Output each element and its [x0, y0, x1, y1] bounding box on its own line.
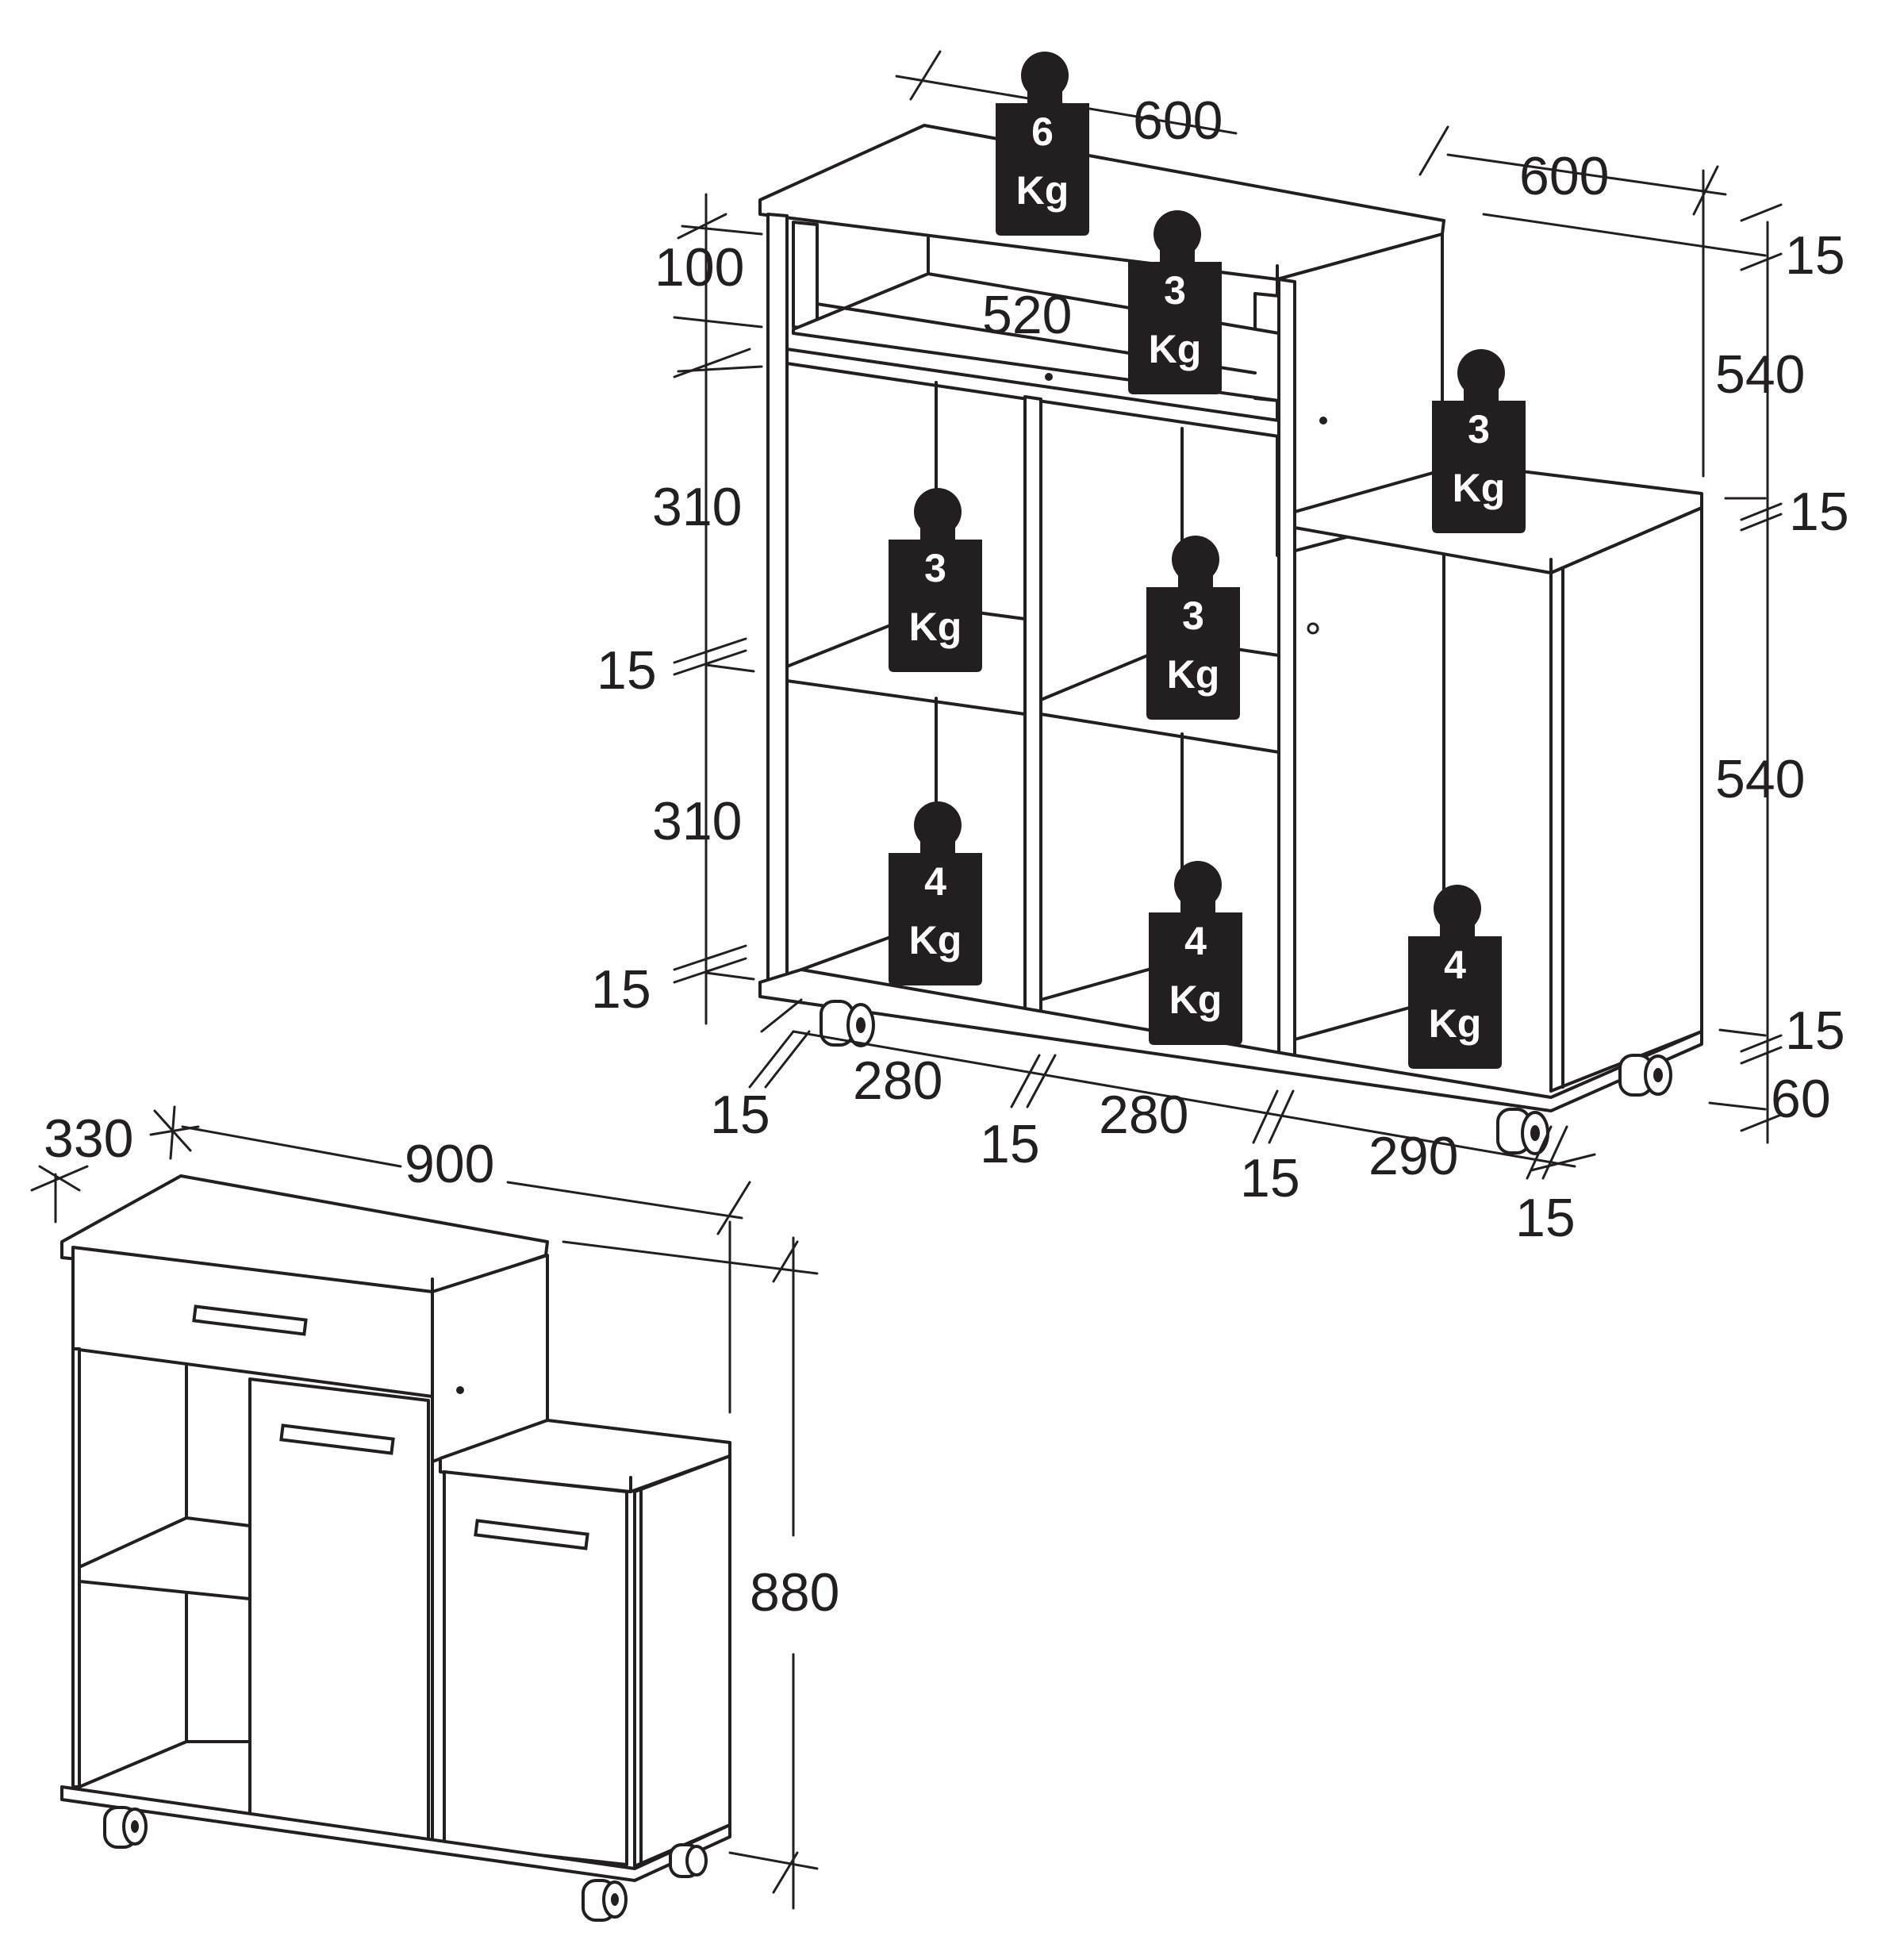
dim-side-4: 15 — [1515, 1188, 1576, 1248]
weight-tag-6kg: 6 Kg — [996, 52, 1089, 236]
svg-text:Kg: Kg — [909, 605, 962, 649]
dim-side-2: 15 — [980, 1114, 1040, 1174]
dim-side-3: 15 — [1240, 1148, 1300, 1208]
svg-text:Kg: Kg — [1429, 1001, 1482, 1046]
dim-front-height: 880 — [750, 1562, 839, 1623]
dim-top-width-left: 600 — [1133, 90, 1223, 151]
weight-tag-drawer-3kg: 3 Kg — [1128, 210, 1222, 394]
low-cabinet-side — [1549, 506, 1703, 1093]
svg-text:Kg: Kg — [1167, 652, 1220, 697]
dim-compartment-1: 280 — [853, 1051, 942, 1111]
svg-text:Kg: Kg — [1149, 327, 1202, 371]
dim-top-width-right: 600 — [1519, 146, 1609, 206]
svg-text:Kg: Kg — [1169, 978, 1223, 1022]
middle-divider — [1023, 395, 1042, 1021]
dimension-labels: 600 600 15 540 15 540 15 60 100 520 310 … — [44, 90, 1849, 1623]
dim-compartment-2: 280 — [1099, 1085, 1188, 1145]
front-door-right — [443, 1470, 628, 1866]
dim-bottom-thickness-left: 15 — [591, 959, 651, 1020]
svg-text:3: 3 — [924, 546, 946, 590]
dim-shelf-thickness: 15 — [597, 640, 657, 701]
front-low-side — [633, 1454, 731, 1868]
weight-tag-shelf-left-3kg: 3 Kg — [889, 488, 982, 672]
dim-lower-right-height: 540 — [1715, 749, 1805, 809]
dimension-lines-top — [673, 50, 1783, 1180]
dim-front-depth: 330 — [44, 1108, 133, 1169]
weight-tags: 6 Kg 3 Kg 3 Kg 3 Kg 3 Kg 4 Kg 4 — [889, 52, 1526, 1069]
svg-text:3: 3 — [1164, 268, 1186, 313]
wheels-top-view — [820, 1000, 1672, 1155]
weight-tag-right-top-3kg: 3 Kg — [1432, 349, 1526, 533]
svg-text:Kg: Kg — [1453, 466, 1506, 510]
svg-text:3: 3 — [1182, 594, 1204, 638]
svg-text:4: 4 — [1444, 943, 1466, 987]
front-open-shelf — [78, 1516, 251, 1600]
dimension-lines-front — [30, 1105, 819, 1910]
tall-top-board — [758, 124, 1445, 281]
dim-upper-right-height: 540 — [1715, 344, 1805, 405]
dim-wheel-height: 60 — [1771, 1069, 1831, 1129]
weight-tag-bottom-mid-4kg: 4 Kg — [1149, 861, 1242, 1045]
svg-text:4: 4 — [1184, 919, 1207, 963]
closed-cabinet-view — [60, 1174, 731, 1922]
dim-right-divider-thickness: 15 — [1789, 482, 1849, 542]
dim-drawer-height: 100 — [654, 237, 744, 298]
drawer-rail-left — [792, 221, 819, 331]
svg-text:Kg: Kg — [1016, 168, 1069, 213]
right-divider — [1277, 278, 1296, 1057]
dim-shelf-height-lower: 310 — [652, 791, 742, 851]
dim-drawer-width: 520 — [982, 285, 1072, 345]
svg-text:6: 6 — [1031, 109, 1054, 154]
front-bottom-board — [60, 1785, 731, 1882]
svg-text:4: 4 — [924, 859, 946, 904]
bottom-board — [758, 968, 1703, 1112]
dim-bottom-thickness-right: 15 — [1785, 1001, 1845, 1061]
dim-top-thickness: 15 — [1785, 225, 1845, 286]
dim-compartment-3: 290 — [1368, 1126, 1458, 1186]
wheels-front-view — [103, 1806, 708, 1922]
svg-text:Kg: Kg — [909, 918, 962, 962]
weight-tag-bottom-left-4kg: 4 Kg — [889, 801, 982, 985]
weight-tag-bottom-right-4kg: 4 Kg — [1408, 885, 1502, 1069]
svg-text:3: 3 — [1468, 407, 1490, 451]
left-side-panel — [766, 213, 789, 984]
dim-shelf-height-upper: 310 — [652, 477, 742, 537]
weight-tag-shelf-mid-3kg: 3 Kg — [1146, 536, 1240, 720]
dim-front-width: 900 — [405, 1134, 494, 1194]
dim-side-1: 15 — [710, 1085, 770, 1145]
